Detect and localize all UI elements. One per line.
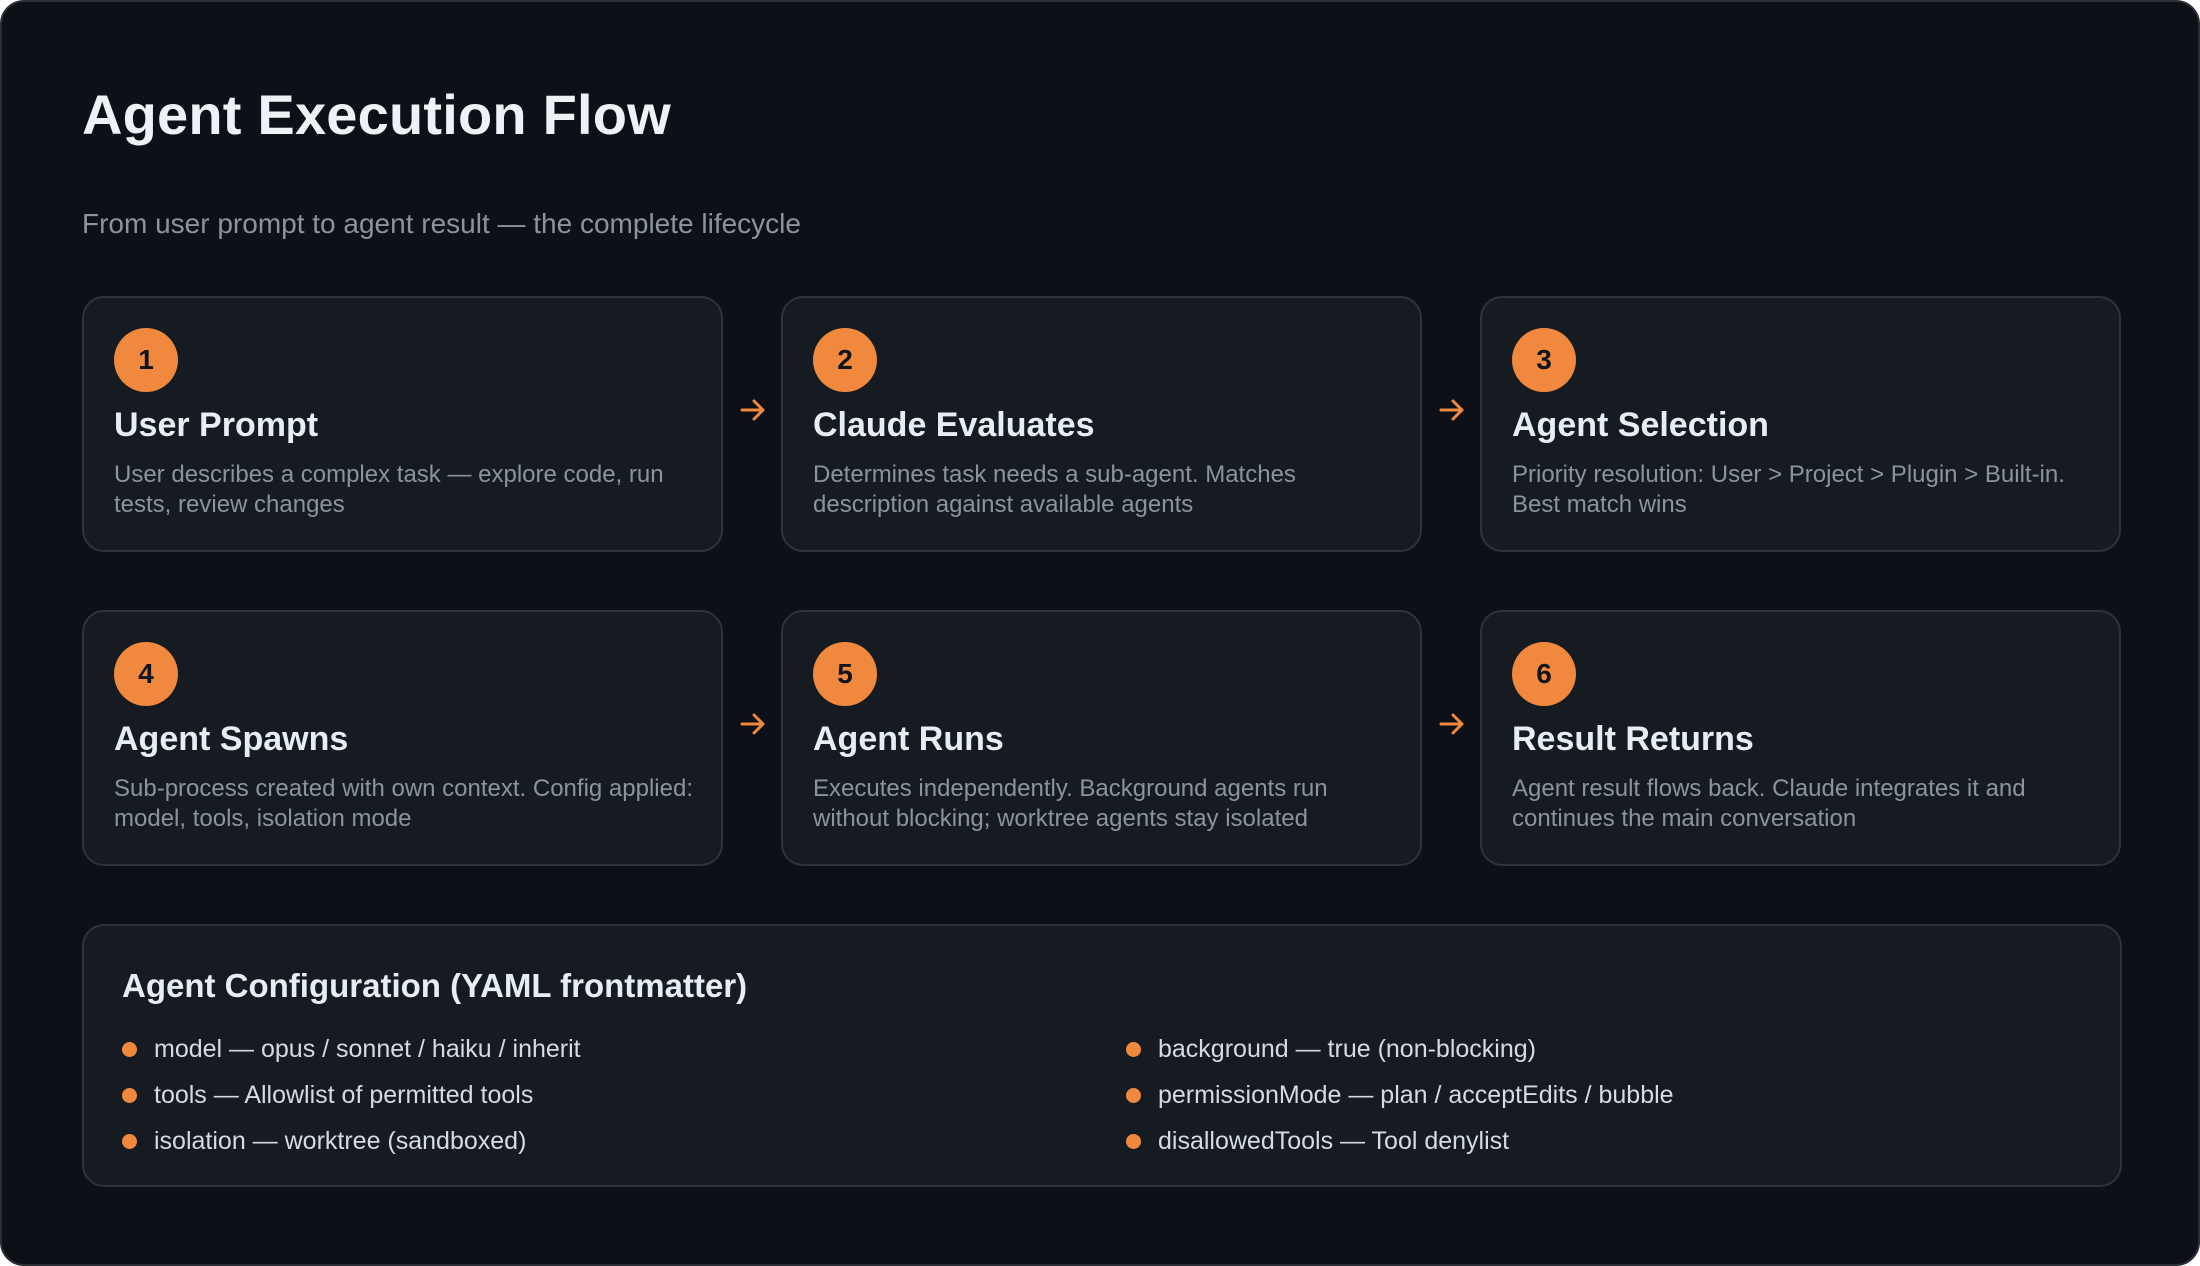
- step-number-badge: 5: [813, 642, 877, 706]
- step-number-badge: 6: [1512, 642, 1576, 706]
- step-card-5: 5 Agent Runs Executes independently. Bac…: [781, 610, 1422, 866]
- orange-dot-icon: [122, 1134, 137, 1149]
- config-item-model: model — opus / sonnet / haiku / inherit: [122, 1026, 581, 1072]
- config-list-left: model — opus / sonnet / haiku / inherit …: [122, 1026, 581, 1164]
- config-item-background: background — true (non-blocking): [1126, 1026, 1674, 1072]
- step-description: Sub-process created with own context. Co…: [114, 775, 693, 832]
- orange-dot-icon: [1126, 1134, 1141, 1149]
- config-item-text: isolation — worktree (sandboxed): [154, 1127, 527, 1155]
- step-number-badge: 2: [813, 328, 877, 392]
- page-title: Agent Execution Flow: [82, 83, 671, 146]
- arrow-right-icon: [740, 399, 765, 421]
- orange-dot-icon: [122, 1088, 137, 1103]
- step-description: Executes independently. Background agent…: [813, 775, 1328, 832]
- step-description: Agent result flows back. Claude integrat…: [1512, 775, 2026, 832]
- step-card-1: 1 User Prompt User describes a complex t…: [82, 296, 723, 552]
- arrow-right-icon: [1439, 399, 1464, 421]
- agent-config-panel: Agent Configuration (YAML frontmatter) m…: [82, 924, 2122, 1187]
- step-description: User describes a complex task — explore …: [114, 461, 664, 518]
- step-number-badge: 4: [114, 642, 178, 706]
- config-list-right: background — true (non-blocking) permiss…: [1126, 1026, 1674, 1164]
- config-item-permission-mode: permissionMode — plan / acceptEdits / bu…: [1126, 1072, 1674, 1118]
- step-title: Agent Runs: [813, 720, 1004, 758]
- orange-dot-icon: [1126, 1042, 1141, 1057]
- config-item-text: tools — Allowlist of permitted tools: [154, 1081, 534, 1109]
- step-title: User Prompt: [114, 406, 319, 444]
- config-title: Agent Configuration (YAML frontmatter): [122, 967, 748, 1004]
- config-item-text: permissionMode — plan / acceptEdits / bu…: [1158, 1081, 1674, 1109]
- config-item-disallowed-tools: disallowedTools — Tool denylist: [1126, 1118, 1674, 1164]
- step-card-4: 4 Agent Spawns Sub-process created with …: [82, 610, 723, 866]
- step-title: Agent Selection: [1512, 406, 1769, 444]
- page-subtitle: From user prompt to agent result — the c…: [82, 208, 801, 239]
- arrow-right-icon: [740, 713, 765, 735]
- step-number-badge: 3: [1512, 328, 1576, 392]
- orange-dot-icon: [1126, 1088, 1141, 1103]
- config-item-isolation: isolation — worktree (sandboxed): [122, 1118, 581, 1164]
- step-title: Claude Evaluates: [813, 406, 1095, 444]
- config-item-text: model — opus / sonnet / haiku / inherit: [154, 1035, 581, 1063]
- step-card-3: 3 Agent Selection Priority resolution: U…: [1480, 296, 2121, 552]
- config-item-text: disallowedTools — Tool denylist: [1158, 1127, 1510, 1155]
- arrow-right-icon: [1439, 713, 1464, 735]
- step-title: Agent Spawns: [114, 720, 349, 758]
- step-description: Priority resolution: User > Project > Pl…: [1512, 461, 2065, 518]
- step-number-badge: 1: [114, 328, 178, 392]
- step-description: Determines task needs a sub-agent. Match…: [813, 461, 1296, 518]
- config-item-tools: tools — Allowlist of permitted tools: [122, 1072, 581, 1118]
- config-item-text: background — true (non-blocking): [1158, 1035, 1536, 1063]
- step-title: Result Returns: [1512, 720, 1754, 758]
- orange-dot-icon: [122, 1042, 137, 1057]
- step-card-2: 2 Claude Evaluates Determines task needs…: [781, 296, 1422, 552]
- step-card-6: 6 Result Returns Agent result flows back…: [1480, 610, 2121, 866]
